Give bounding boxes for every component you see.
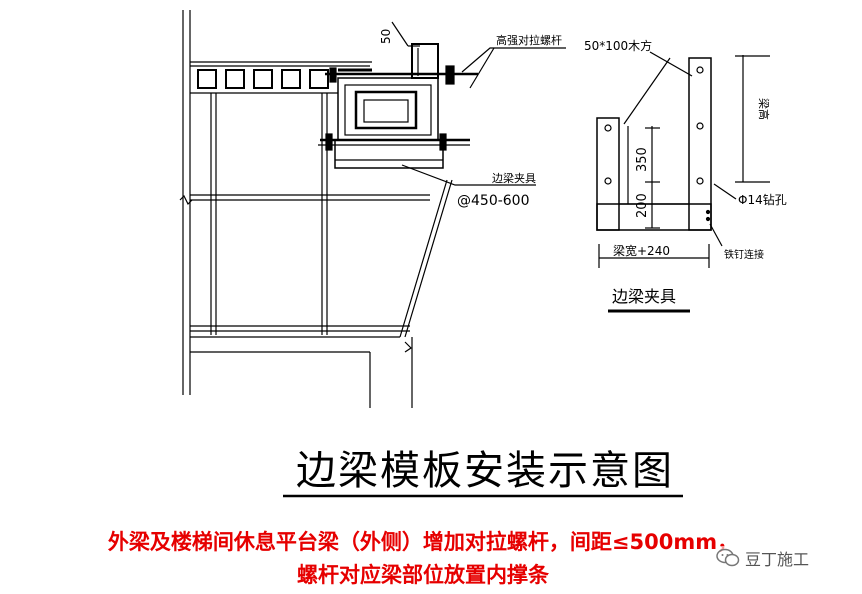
drill-hole-label: Φ14钻孔 [738,192,787,207]
wechat-icon [716,548,740,567]
timber-label: 50*100木方 [584,38,652,53]
clamp-detail-title: 边梁夹具 [612,287,676,306]
dimension-50: 50 [379,29,393,44]
diagram-title: 边梁模板安装示意图 [296,448,674,494]
beam-height-label: 梁高 [757,98,771,120]
spacing-label: @450-600 [457,193,530,209]
high-strength-bolt-label: 高强对拉螺杆 [496,33,562,47]
nail-connection-label: 铁钉连接 [724,248,764,261]
dimension-350: 350 [635,147,650,172]
watermark: 豆丁施工 [716,546,810,570]
beam-width-label: 梁宽+240 [613,243,670,258]
watermark-text: 豆丁施工 [745,550,810,569]
caption-line-2: 螺杆对应梁部位放置内撑条 [297,563,549,587]
dimension-200: 200 [635,193,650,218]
caption-line-1: 外梁及楼梯间休息平台梁（外侧）增加对拉螺杆，间距≤500mm， [107,530,739,554]
side-beam-clamp-label: 边梁夹具 [492,171,536,185]
